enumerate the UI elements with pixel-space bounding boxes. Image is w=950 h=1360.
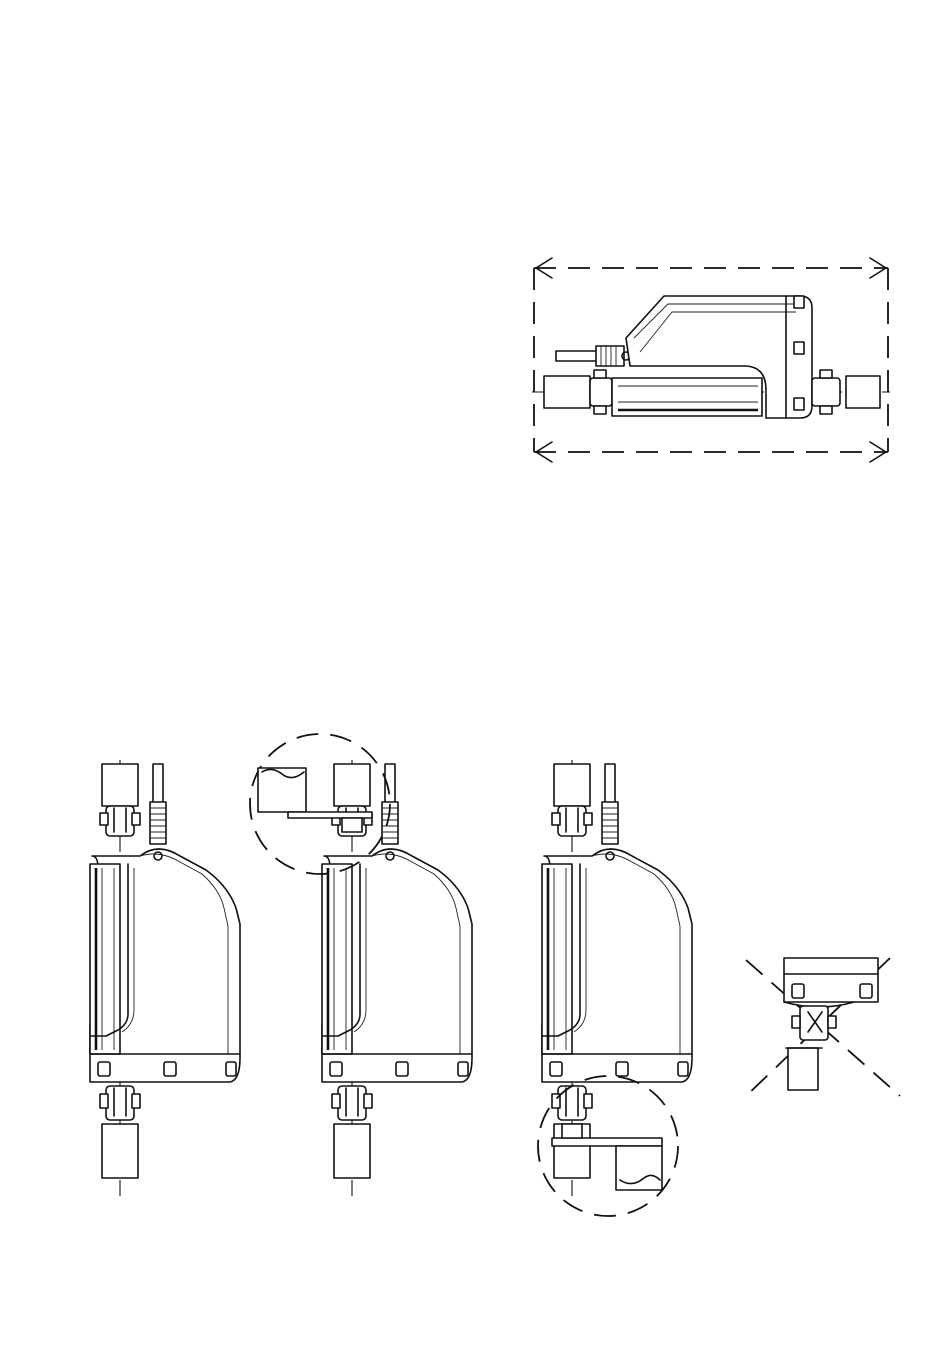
view-horizontal-mount	[532, 258, 890, 462]
view-vertical-mount-2	[250, 734, 472, 1196]
view-vertical-mount-1	[90, 760, 240, 1196]
view-inverted-mount-not-allowed	[744, 958, 900, 1098]
view-vertical-mount-3	[538, 760, 692, 1216]
